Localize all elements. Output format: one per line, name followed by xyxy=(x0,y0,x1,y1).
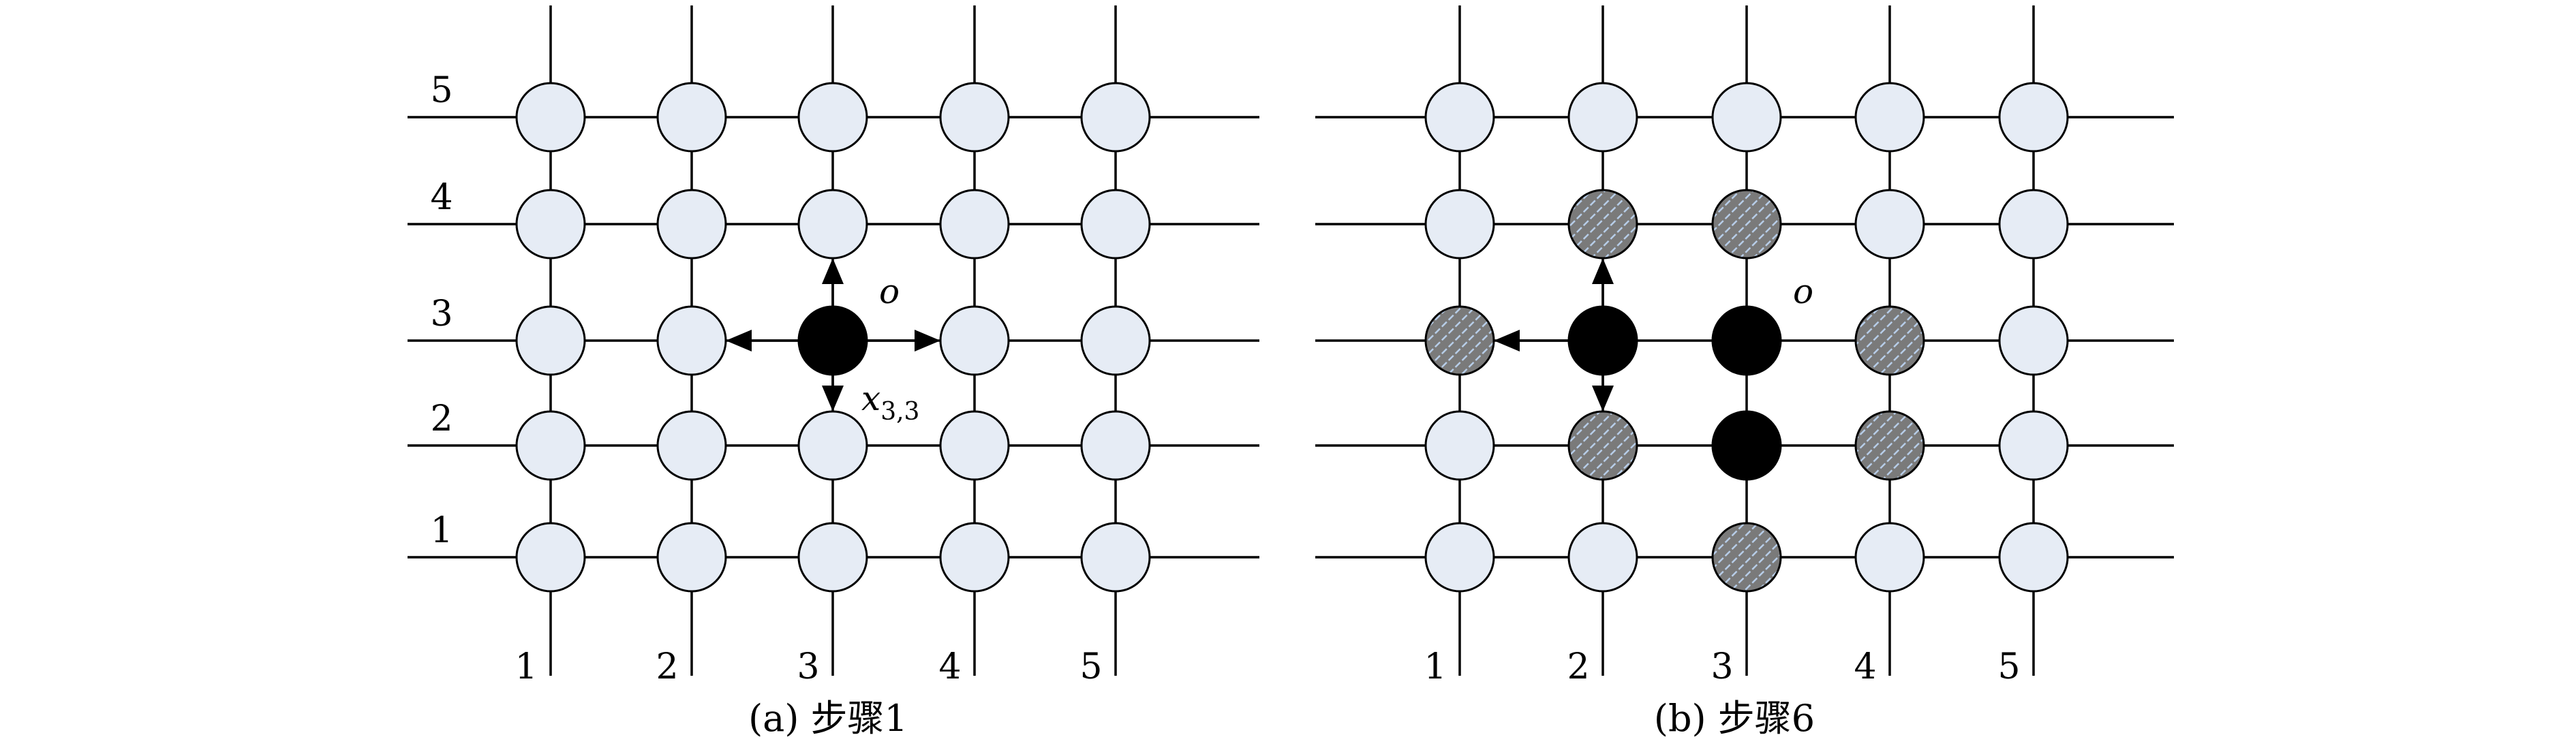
grid-node xyxy=(1080,522,1151,593)
active-node xyxy=(1711,305,1782,376)
grid-node xyxy=(1080,305,1151,376)
marked-node xyxy=(1854,410,1925,481)
panel-a: 1 2 3 4 5 1 2 3 4 5 o x3,3 xyxy=(408,5,1259,687)
marked-node xyxy=(1567,189,1638,260)
grid-node xyxy=(1854,189,1925,260)
caption-panel-b: (b) 步骤6 xyxy=(1654,697,1815,740)
grid-node xyxy=(515,82,586,153)
column-label: 5 xyxy=(1079,646,1102,687)
grid-node xyxy=(656,189,727,260)
grid-node xyxy=(1998,82,2069,153)
column-label: 4 xyxy=(938,646,961,687)
grid-node xyxy=(656,410,727,481)
grid-node xyxy=(1998,305,2069,376)
grid-node xyxy=(656,522,727,593)
grid-node xyxy=(656,305,727,376)
arrow-head xyxy=(1494,330,1520,351)
row-label: 2 xyxy=(430,399,453,439)
grid-node xyxy=(1711,82,1782,153)
marked-node xyxy=(1424,305,1495,376)
grid-node xyxy=(939,522,1010,593)
column-label: 3 xyxy=(1711,646,1733,687)
panel-b: 1 2 3 4 5 o xyxy=(1315,5,2174,687)
node-label-text: o xyxy=(879,272,900,311)
caption-panel-a: (a) 步骤1 xyxy=(748,697,908,740)
grid-node xyxy=(1424,410,1495,481)
grid-node xyxy=(1567,82,1638,153)
arrow-head xyxy=(726,330,752,351)
column-label: 3 xyxy=(797,646,819,687)
marked-node xyxy=(1567,410,1638,481)
arrow-head xyxy=(915,330,940,351)
grid-node xyxy=(797,410,868,481)
active-node xyxy=(1567,305,1638,376)
grid-node xyxy=(939,410,1010,481)
node-label-o: o xyxy=(879,272,900,311)
node-label-subscript: 3,3 xyxy=(880,398,919,426)
row-label: 3 xyxy=(430,294,453,334)
row-label: 1 xyxy=(430,510,453,551)
grid-node xyxy=(797,189,868,260)
grid-node xyxy=(1854,522,1925,593)
grid-node xyxy=(1080,410,1151,481)
column-label: 4 xyxy=(1854,646,1876,687)
grid-node xyxy=(1424,522,1495,593)
arrow-head xyxy=(822,258,844,284)
column-label: 1 xyxy=(1424,646,1446,687)
grid-node xyxy=(1080,82,1151,153)
grid-node xyxy=(515,410,586,481)
node-label-text: o xyxy=(1793,272,1813,311)
row-label: 4 xyxy=(430,177,453,218)
grid-node xyxy=(1998,189,2069,260)
arrow-head xyxy=(1592,386,1614,411)
grid-node xyxy=(515,189,586,260)
grid-node xyxy=(1080,189,1151,260)
grid-node xyxy=(515,305,586,376)
grid-node xyxy=(797,522,868,593)
grid-node xyxy=(797,82,868,153)
marked-node xyxy=(1711,522,1782,593)
grid-node xyxy=(1424,189,1495,260)
node-label-x33: x3,3 xyxy=(861,379,919,426)
grid-node xyxy=(939,82,1010,153)
grid-node xyxy=(939,305,1010,376)
grid-node xyxy=(1998,522,2069,593)
column-label: 1 xyxy=(515,646,537,687)
row-label: 5 xyxy=(430,70,453,111)
node-label-text: x xyxy=(861,379,880,418)
grid-node xyxy=(656,82,727,153)
node-label-o: o xyxy=(1793,272,1813,311)
arrow-head xyxy=(822,386,844,411)
column-label: 2 xyxy=(1567,646,1589,687)
grid-node xyxy=(1854,82,1925,153)
grid-node xyxy=(1567,522,1638,593)
grid-node xyxy=(515,522,586,593)
grid-node xyxy=(939,189,1010,260)
arrow-head xyxy=(1592,258,1614,284)
marked-node xyxy=(1854,305,1925,376)
grid-node xyxy=(1424,82,1495,153)
column-label: 5 xyxy=(1997,646,2020,687)
column-label: 2 xyxy=(656,646,678,687)
active-node xyxy=(1711,410,1782,481)
marked-node xyxy=(1711,189,1782,260)
active-node xyxy=(797,305,868,376)
grid-node xyxy=(1998,410,2069,481)
